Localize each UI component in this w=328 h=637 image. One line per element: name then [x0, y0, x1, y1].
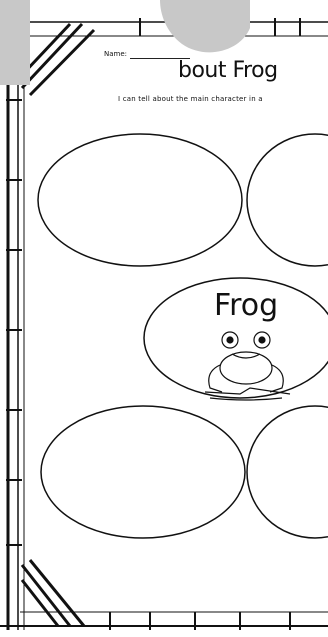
frog-icon — [205, 332, 290, 400]
worksheet-subtitle: I can tell about the main character in a — [118, 95, 263, 103]
oval-bottom-left — [41, 406, 245, 538]
worksheet-title: bout Frog — [178, 58, 278, 83]
center-label: Frog — [214, 288, 278, 323]
corner-stripes-top — [22, 24, 94, 95]
oval-top-right — [247, 134, 328, 266]
oval-bottom-right — [247, 406, 328, 538]
corner-stripes-bottom — [22, 560, 84, 626]
name-label: Name: — [104, 50, 127, 58]
oval-top-left — [38, 134, 242, 266]
